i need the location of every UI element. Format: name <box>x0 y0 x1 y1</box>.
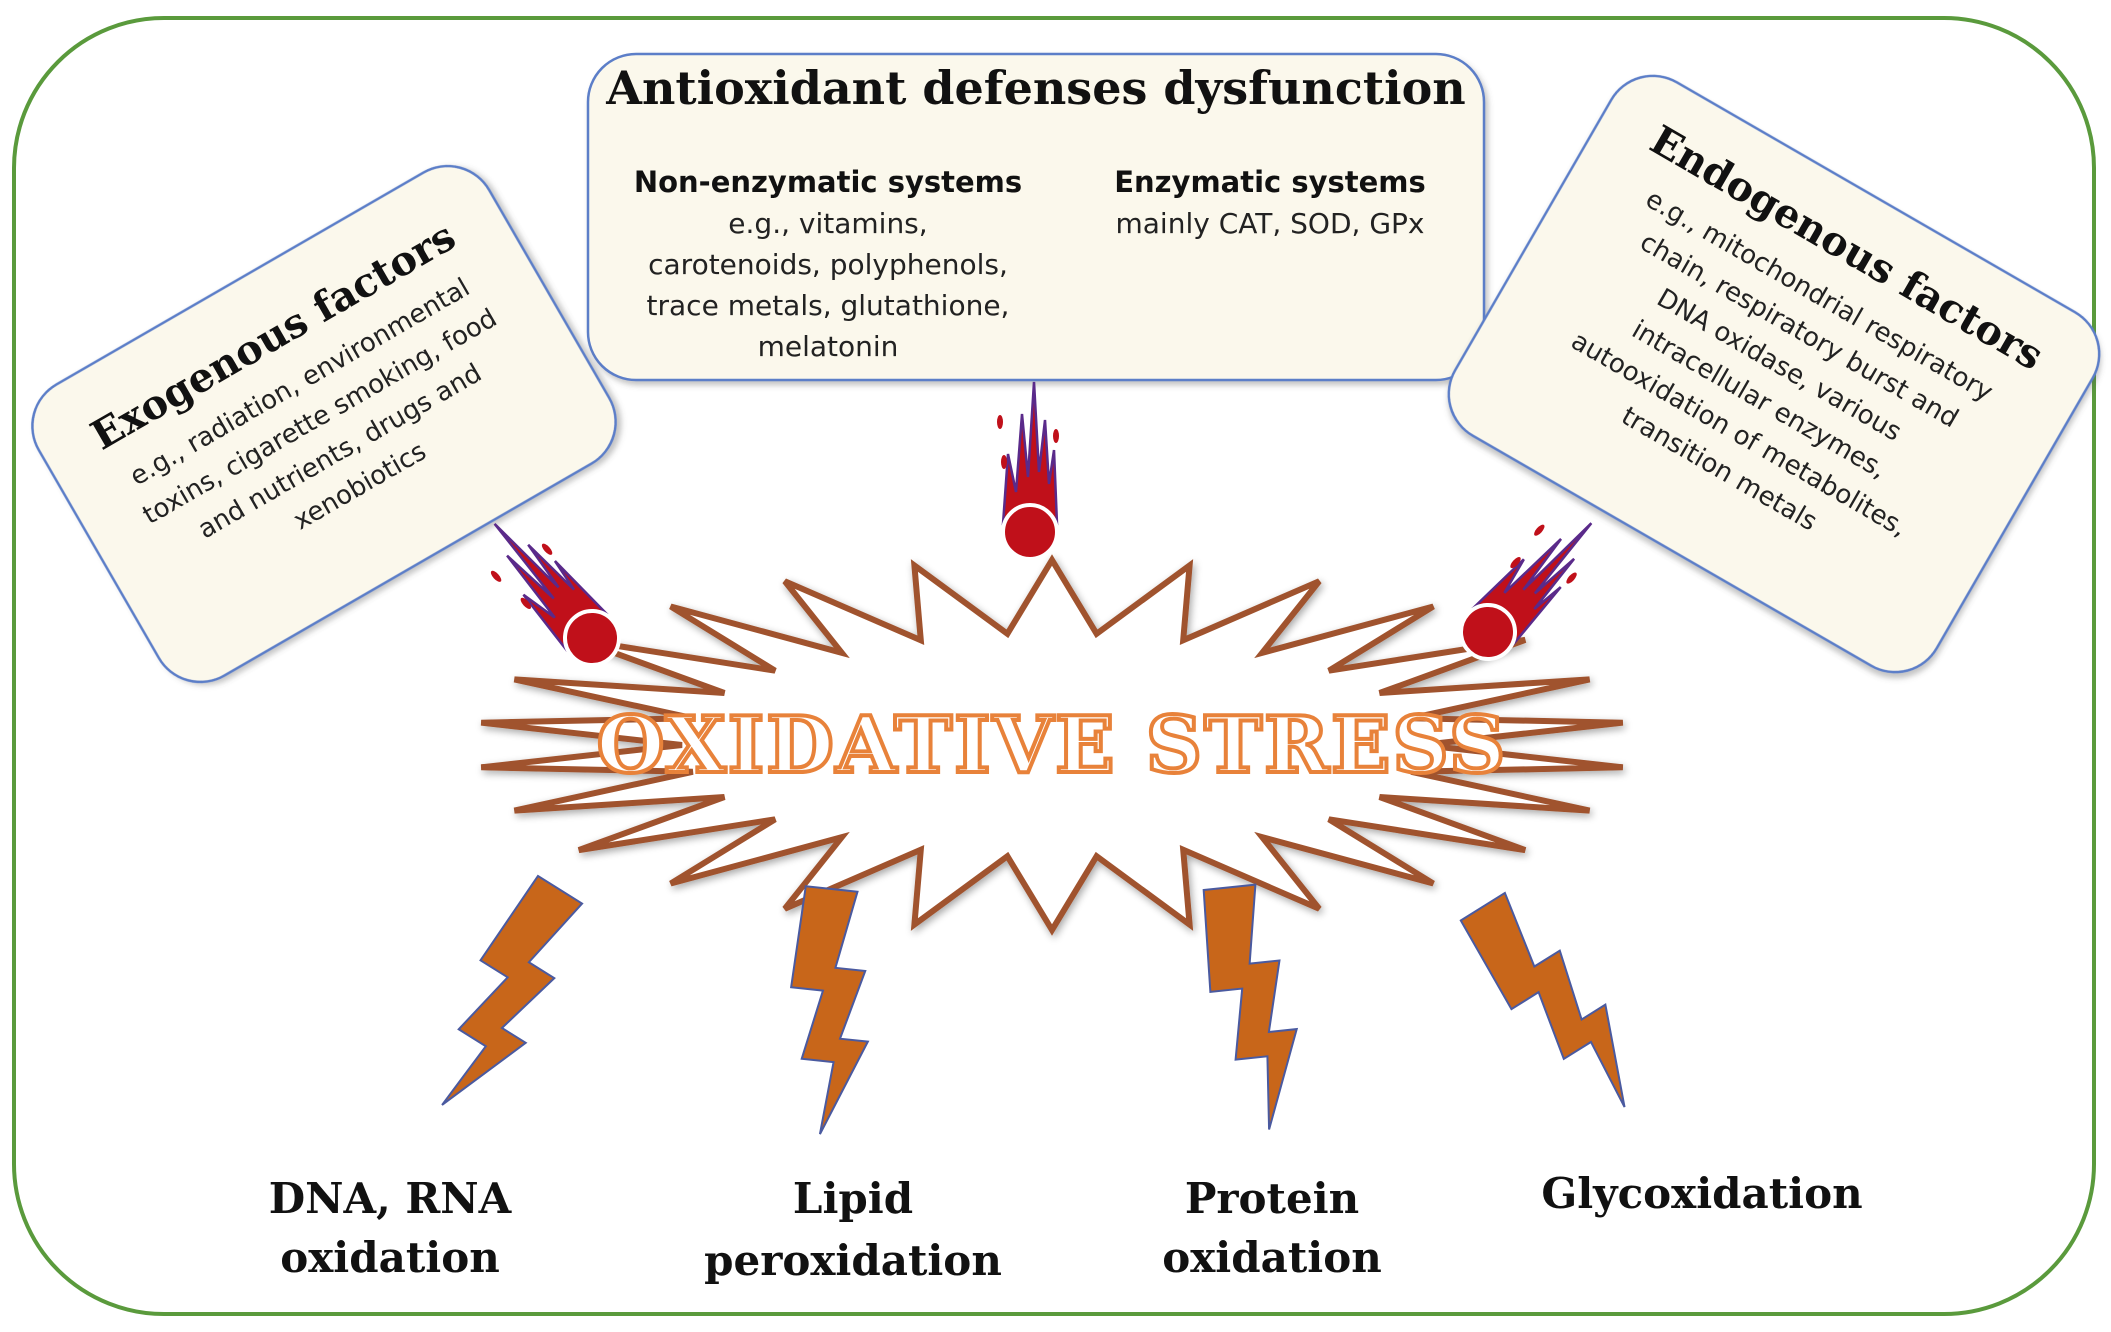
outcome-lipid-line1: Lipid <box>793 1174 913 1223</box>
fireball-icon <box>997 381 1059 561</box>
outcome-protein-line1: Protein <box>1185 1174 1359 1223</box>
non-enzymatic-line: trace metals, glutathione, <box>647 289 1010 322</box>
fireball-icon <box>490 522 621 667</box>
non-enzymatic-line: e.g., vitamins, <box>728 207 927 240</box>
outcome-lipid-line2: peroxidation <box>704 1236 1002 1285</box>
exogenous-box: Exogenous factors e.g., radiation, envir… <box>31 164 617 684</box>
non-enzymatic-heading: Non-enzymatic systems <box>634 165 1022 199</box>
fireball-icon <box>1459 522 1593 661</box>
lightning-bolts <box>441 874 1626 1135</box>
non-enzymatic-line: carotenoids, polyphenols, <box>648 248 1008 281</box>
enzymatic-heading: Enzymatic systems <box>1114 165 1426 199</box>
lightning-bolt-icon <box>789 885 870 1135</box>
outcome-dna-rna-line2: oxidation <box>280 1233 500 1282</box>
oxidative-stress-title: OXIDATIVE STRESS <box>597 700 1508 791</box>
enzymatic-line: mainly CAT, SOD, GPx <box>1116 207 1425 240</box>
antioxidant-box: Antioxidant defenses dysfunction Non-enz… <box>586 52 1486 382</box>
lightning-bolt-icon <box>1459 891 1626 1108</box>
starburst-shape <box>480 554 1624 936</box>
antioxidant-title: Antioxidant defenses dysfunction <box>605 61 1465 115</box>
fireballs <box>490 381 1593 667</box>
outcome-protein-line2: oxidation <box>1162 1233 1382 1282</box>
outcome-glycoxidation: Glycoxidation <box>1541 1169 1862 1218</box>
lightning-bolt-icon <box>441 874 584 1106</box>
non-enzymatic-text: e.g., vitamins, carotenoids, polyphenols… <box>647 207 1010 363</box>
outcome-dna-rna-line1: DNA, RNA <box>269 1174 513 1223</box>
lightning-bolt-icon <box>1202 883 1299 1130</box>
non-enzymatic-line: melatonin <box>758 330 899 363</box>
